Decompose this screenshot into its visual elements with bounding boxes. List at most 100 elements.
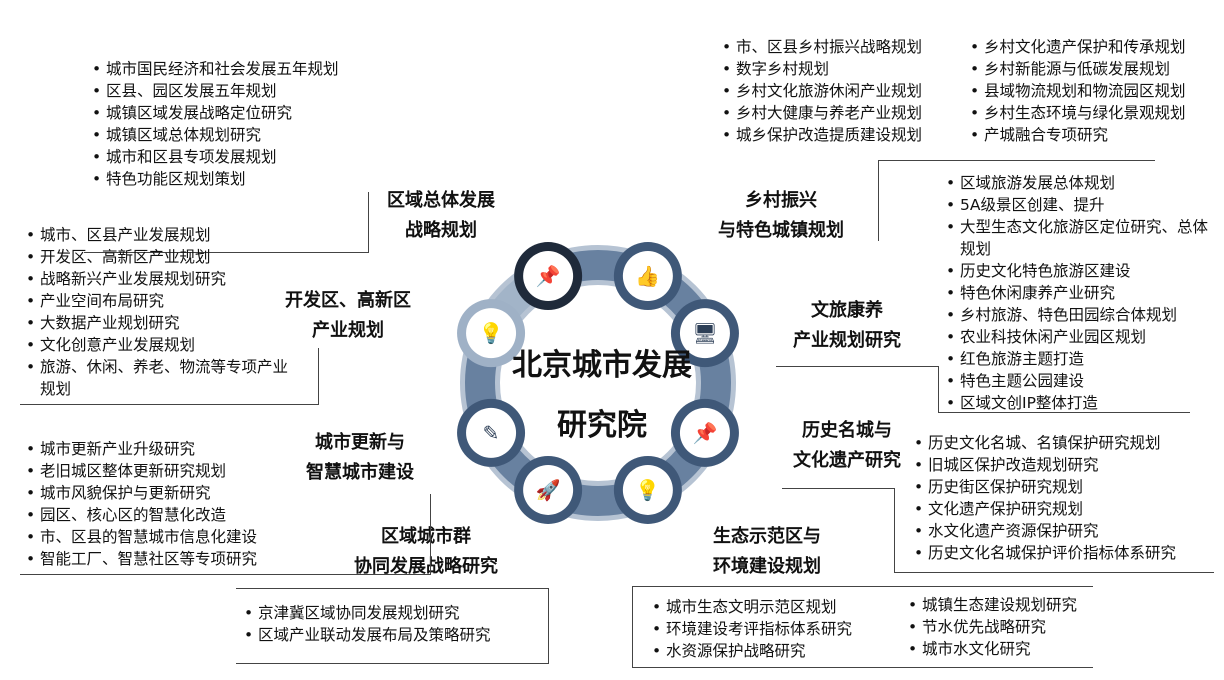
bracket-city-cluster — [236, 588, 549, 664]
list-item: 城市国民经济和社会发展五年规划 — [90, 58, 339, 80]
lightbulb-icon-glyph: 💡 — [479, 321, 504, 345]
list-item: 历史文化名城、名镇保护研究规划 — [912, 432, 1176, 454]
list-item: 乡村旅游、特色田园综合体规划 — [944, 304, 1216, 326]
list-item: 开发区、高新区产业规划 — [24, 246, 302, 268]
thumbs-up-icon: 👍 — [613, 242, 682, 311]
list-item: 农业科技休闲产业园区规划 — [944, 326, 1216, 348]
category-regional-overall: 区域总体发展 战略规划 — [366, 186, 516, 246]
category-label: 环境建设规划 — [713, 556, 821, 577]
category-culture-tourism: 文旅康养 产业规划研究 — [772, 296, 922, 356]
list-item: 特色休闲康养产业研究 — [944, 282, 1216, 304]
category-label: 乡村振兴 — [745, 190, 817, 211]
list-item: 城市水文化研究 — [906, 638, 1077, 660]
center-title-line2: 研究院 — [557, 408, 647, 443]
center-title: 北京城市发展 研究院 — [492, 336, 712, 456]
category-label: 文旅康养 — [811, 300, 883, 321]
list-item: 区域产业联动发展布局及策略研究 — [242, 624, 491, 646]
list-item: 大数据产业规划研究 — [24, 312, 302, 334]
node-inner — [622, 251, 673, 302]
list-item: 城镇生态建设规划研究 — [906, 594, 1077, 616]
category-rural-revitalization: 乡村振兴 与特色城镇规划 — [696, 186, 866, 246]
list-item: 城市更新产业升级研究 — [24, 438, 257, 460]
list-item: 水文化遗产资源保护研究 — [912, 520, 1176, 542]
pencil-icon: ✎ — [457, 398, 526, 467]
list-item: 产城融合专项研究 — [968, 124, 1186, 146]
category-historic-city: 历史名城与 文化遗产研究 — [772, 416, 922, 476]
category-label: 历史名城与 — [802, 420, 892, 441]
list-item: 京津冀区域协同发展规划研究 — [242, 602, 491, 624]
pin-icon-glyph: 📌 — [536, 264, 561, 288]
category-urban-renewal: 城市更新与 智慧城市建设 — [290, 428, 430, 488]
list-item: 旧城区保护改造规划研究 — [912, 454, 1176, 476]
list-item: 特色功能区规划策划 — [90, 168, 339, 190]
category-dev-zone: 开发区、高新区 产业规划 — [268, 286, 428, 346]
list-urban-renewal: 城市更新产业升级研究 老旧城区整体更新研究规划 城市风貌保护与更新研究 园区、核… — [24, 438, 257, 570]
list-item: 文化创意产业发展规划 — [24, 334, 302, 356]
list-item: 历史文化名城保护评价指标体系研究 — [912, 542, 1176, 564]
pin-icon: 📌 — [670, 398, 739, 467]
pin-icon: 📌 — [514, 242, 583, 311]
list-item: 区域旅游发展总体规划 — [944, 172, 1216, 194]
lightbulb-icon: 💡 — [457, 299, 526, 368]
node-inner — [622, 464, 673, 515]
list-item: 城市风貌保护与更新研究 — [24, 482, 257, 504]
list-rural-revitalization-b: 乡村文化遗产保护和传承规划 乡村新能源与低碳发展规划 县域物流规划和物流园区规划… — [968, 36, 1186, 146]
list-dev-zone: 城市、区县产业发展规划 开发区、高新区产业规划 战略新兴产业发展规划研究 产业空… — [24, 224, 302, 400]
node-inner — [679, 407, 730, 458]
bracket-eco-demo — [632, 586, 1093, 668]
list-city-cluster: 京津冀区域协同发展规划研究 区域产业联动发展布局及策略研究 — [242, 602, 491, 646]
list-rural-revitalization-a: 市、区县乡村振兴战略规划 数字乡村规划 乡村文化旅游休闲产业规划 乡村大健康与养… — [720, 36, 922, 146]
category-label: 战略规划 — [405, 220, 477, 241]
list-item: 产业空间布局研究 — [24, 290, 302, 312]
category-label: 城市更新与 — [315, 432, 405, 453]
bracket-dev-zone — [20, 348, 319, 405]
list-item: 乡村新能源与低碳发展规划 — [968, 58, 1186, 80]
list-item: 节水优先战略研究 — [906, 616, 1077, 638]
list-item: 大型生态文化旅游区定位研究、总体规划 — [944, 216, 1216, 260]
category-label: 与特色城镇规划 — [718, 220, 844, 241]
list-item: 红色旅游主题打造 — [944, 348, 1216, 370]
list-item: 城市生态文明示范区规划 — [650, 596, 852, 618]
rocket-icon: 🚀 — [514, 455, 583, 524]
list-item: 智能工厂、智慧社区等专项研究 — [24, 548, 257, 570]
bracket-rural-revitalization — [878, 160, 1155, 241]
bracket-historic-city-a — [782, 488, 895, 573]
list-item: 乡村文化遗产保护和传承规划 — [968, 36, 1186, 58]
category-label: 文化遗产研究 — [793, 450, 901, 471]
node-inner — [466, 407, 517, 458]
list-item: 水资源保护战略研究 — [650, 640, 852, 662]
category-label: 产业规划 — [312, 320, 384, 341]
monitor-code-icon: 🖥 — [670, 299, 739, 368]
category-label: 协同发展战略研究 — [354, 556, 498, 577]
center-title-line1: 北京城市发展 — [512, 348, 692, 383]
list-eco-demo-a: 城市生态文明示范区规划 环境建设考评指标体系研究 水资源保护战略研究 — [650, 596, 852, 662]
list-item: 战略新兴产业发展规划研究 — [24, 268, 302, 290]
list-regional-overall: 城市国民经济和社会发展五年规划 区县、园区发展五年规划 城镇区域发展战略定位研究… — [90, 58, 339, 190]
list-item: 乡村生态环境与绿化景观规划 — [968, 102, 1186, 124]
lightbulb-icon-glyph: 💡 — [635, 478, 660, 502]
list-item: 市、区县乡村振兴战略规划 — [720, 36, 922, 58]
node-inner — [523, 251, 574, 302]
list-item: 县域物流规划和物流园区规划 — [968, 80, 1186, 102]
bracket-culture-tourism-a — [776, 366, 939, 413]
pencil-icon-glyph: ✎ — [483, 421, 500, 445]
list-item: 区域文创IP整体打造 — [944, 392, 1216, 414]
category-label: 区域总体发展 — [387, 190, 495, 211]
category-city-cluster: 区域城市群 协同发展战略研究 — [326, 522, 526, 582]
list-culture-tourism: 区域旅游发展总体规划 5A级景区创建、提升 大型生态文化旅游区定位研究、总体规划… — [944, 172, 1216, 414]
list-item: 5A级景区创建、提升 — [944, 194, 1216, 216]
bracket-historic-city-b — [894, 572, 1214, 573]
category-label: 智慧城市建设 — [306, 462, 414, 483]
list-item: 环境建设考评指标体系研究 — [650, 618, 852, 640]
node-inner — [679, 308, 730, 359]
category-label: 生态示范区与 — [713, 526, 821, 547]
list-item: 数字乡村规划 — [720, 58, 922, 80]
list-item: 城乡保护改造提质建设规划 — [720, 124, 922, 146]
node-inner — [523, 464, 574, 515]
list-item: 园区、核心区的智慧化改造 — [24, 504, 257, 526]
list-item: 城镇区域总体规划研究 — [90, 124, 339, 146]
list-item: 城市、区县产业发展规划 — [24, 224, 302, 246]
list-item: 乡村文化旅游休闲产业规划 — [720, 80, 922, 102]
rocket-icon-glyph: 🚀 — [536, 478, 561, 502]
